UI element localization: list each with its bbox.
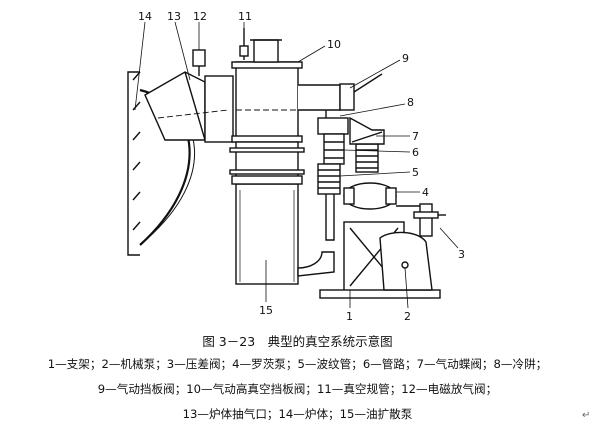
callout-13: 13	[167, 10, 181, 23]
legend-line-1: 1—支架；2—机械泵；3—压差阀；4—罗茨泵；5—波纹管；6—管路；7—气动蝶阀…	[47, 357, 548, 371]
callout-6: 6	[412, 146, 419, 159]
pneumatic-butterfly-valve	[349, 116, 385, 145]
high-vacuum-baffle-valve	[231, 39, 341, 143]
callout-1: 1	[346, 310, 353, 323]
callout-14: 14	[138, 10, 152, 23]
callout-12: 12	[193, 10, 207, 23]
legend-line-2: 9—气动挡板阀；10—气动高真空挡板阀；11—真空规管；12—电磁放气阀；	[97, 382, 498, 396]
cold-trap	[323, 133, 345, 165]
callout-7: 7	[412, 130, 419, 143]
callout-2: 2	[404, 310, 411, 323]
callout-4: 4	[422, 186, 429, 199]
pressure-differential-valve	[413, 203, 446, 237]
oil-diffusion-pump	[229, 141, 335, 285]
paragraph-mark: ↵	[582, 410, 591, 421]
figure-caption: 图 3－23 典型的真空系统示意图	[202, 334, 393, 349]
vacuum-system-diagram: 1 2 3 4 5 6 7 8 9 10 11 12 13 14 15	[127, 10, 465, 323]
callout-3: 3	[458, 248, 465, 261]
callout-8: 8	[407, 96, 414, 109]
roots-pump	[343, 182, 424, 210]
callout-5: 5	[412, 166, 419, 179]
callout-9: 9	[402, 52, 409, 65]
callout-11: 11	[238, 10, 252, 23]
solenoid-vent-valve	[192, 49, 206, 76]
leader-lines	[134, 21, 459, 309]
legend-line-3: 13—炉体抽气口；14—炉体；15—油扩散泵	[182, 407, 413, 421]
callout-15: 15	[259, 304, 273, 317]
furnace-exhaust-port	[144, 71, 234, 143]
vacuum-gauge	[239, 28, 249, 60]
callout-10: 10	[327, 38, 341, 51]
pneumatic-baffle-valve	[339, 73, 383, 111]
callout-labels: 1 2 3 4 5 6 7 8 9 10 11 12 13 14 15	[138, 10, 465, 323]
